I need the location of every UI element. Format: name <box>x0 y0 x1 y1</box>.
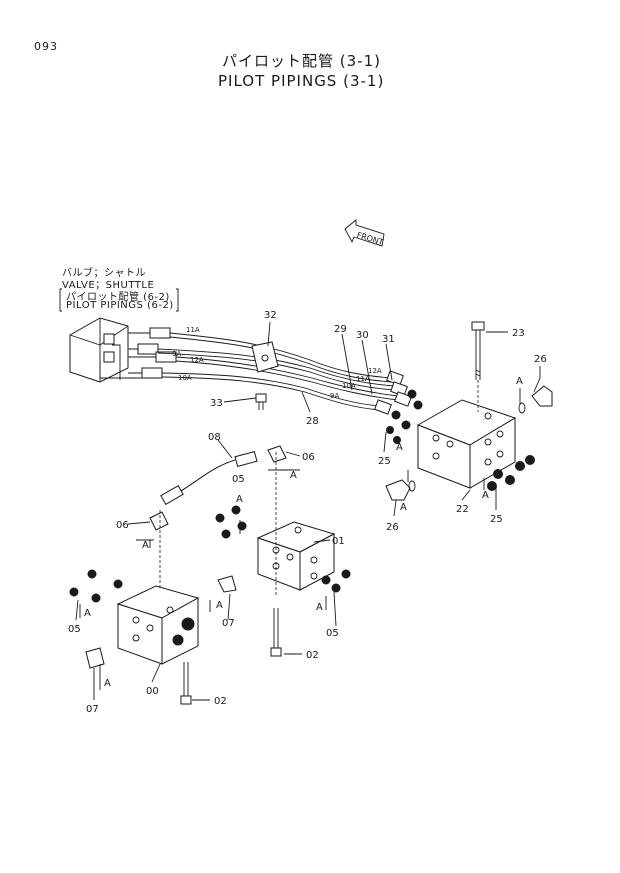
callout-06-left: 06 <box>116 520 129 531</box>
callout-26-bottom: 26 <box>386 522 399 533</box>
callout-05-right: 05 <box>326 628 339 639</box>
callout-30: 30 <box>356 330 369 341</box>
bolt-02-mid <box>270 608 282 657</box>
callout-02-mid: 02 <box>306 650 319 661</box>
fittings-05-left <box>69 569 123 603</box>
hose-size-12a-right: 12A <box>368 367 382 375</box>
callout-32: 32 <box>264 310 277 321</box>
callout-28: 28 <box>306 416 319 427</box>
elbow-fitting-26-top <box>518 385 553 414</box>
callout-02-bottom: 02 <box>214 696 227 707</box>
ref-a-4: A <box>84 608 91 619</box>
callout-05-top: 05 <box>232 474 245 485</box>
ref-a-9: A <box>400 502 407 513</box>
callout-00: 00 <box>146 686 159 697</box>
callout-23: 23 <box>512 328 525 339</box>
title-english: PILOT PIPINGS (3-1) <box>218 72 385 90</box>
callout-22: 22 <box>456 504 469 515</box>
fittings-25-right <box>487 455 535 491</box>
callout-25-right: 25 <box>490 514 503 525</box>
ref-a-11: A <box>104 678 111 689</box>
callout-08: 08 <box>208 432 221 443</box>
callout-06-right: 06 <box>302 452 315 463</box>
callout-01: 01 <box>332 536 345 547</box>
note-piping-jp: パイロット配管 (6-2) <box>66 292 170 303</box>
hose-size-9a-right: 9A <box>330 392 339 400</box>
callout-33: 33 <box>210 398 223 409</box>
ref-a-6: A <box>316 602 323 613</box>
elbow-fitting-07-left <box>85 647 105 669</box>
title-japanese: パイロット配管 (3-1) <box>222 52 381 70</box>
elbow-fitting-07-right <box>217 575 237 593</box>
hose-end-fittings <box>374 370 423 444</box>
hose-size-12a-left: 12A <box>190 356 204 364</box>
fittings-05-top <box>215 505 247 539</box>
hose-size-9a-left: 9A <box>172 350 181 358</box>
bolt-02-bottom <box>180 662 192 705</box>
ref-a-3: A <box>236 494 243 505</box>
page-number: 093 <box>34 40 58 53</box>
callout-07-right: 07 <box>222 618 235 629</box>
valve-block-00 <box>116 585 200 665</box>
bolt-33 <box>255 393 267 410</box>
ref-a-2: A <box>290 470 297 481</box>
callout-05-left: 05 <box>68 624 81 635</box>
note-valve-jp: バルブ；シャトル <box>62 268 146 279</box>
ref-a-1: A <box>142 540 149 551</box>
hose-size-11a-right: 11A <box>356 375 370 383</box>
fittings-05-right <box>321 569 351 593</box>
callout-07-left: 07 <box>86 704 99 715</box>
note-bracket-right <box>176 288 179 312</box>
reference-brackets <box>79 388 521 690</box>
note-piping-en: PILOT PIPINGS (6-2) <box>66 300 174 311</box>
pilot-hose-08 <box>149 445 287 531</box>
ref-a-7: A <box>516 376 523 387</box>
callout-25-left: 25 <box>378 456 391 467</box>
front-arrow-icon: FRONT <box>344 219 385 247</box>
leader-lines <box>75 321 541 701</box>
callout-26-top: 26 <box>534 354 547 365</box>
note-valve-en: VALVE；SHUTTLE <box>62 280 155 291</box>
hose-size-10a-left: 10A <box>178 374 192 382</box>
hose-size-10a-right: 10A <box>342 382 356 390</box>
hose-size-11a-left: 11A <box>186 326 200 334</box>
ref-a-10: A <box>482 490 489 501</box>
callout-29: 29 <box>334 324 347 335</box>
shuttle-valve <box>69 317 129 383</box>
valve-block-22 <box>416 399 517 489</box>
note-bracket-left <box>59 288 62 312</box>
ref-a-8: A <box>396 442 403 453</box>
pilot-hoses <box>157 332 399 411</box>
hose-clamp <box>251 341 279 373</box>
ref-a-5: A <box>216 600 223 611</box>
elbow-fitting-26-bottom <box>385 479 416 501</box>
bolt-23 <box>471 321 485 380</box>
callout-31: 31 <box>382 334 395 345</box>
